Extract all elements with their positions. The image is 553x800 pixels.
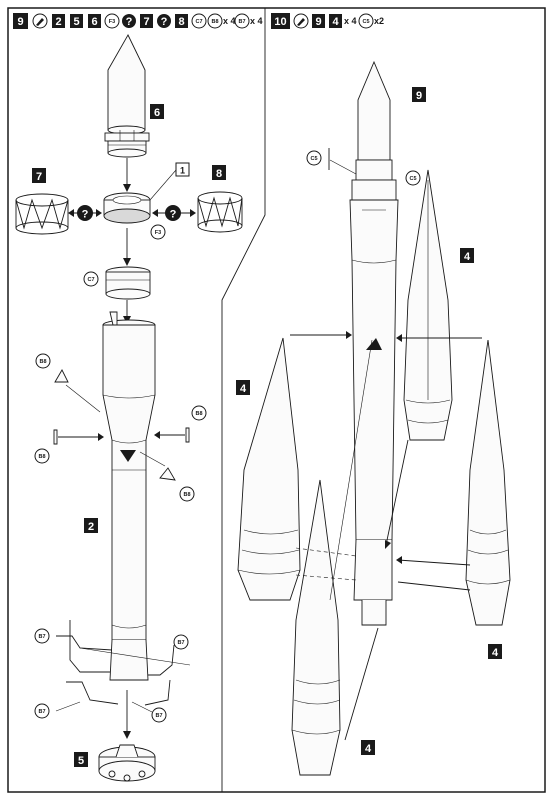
label-b7-4: B7: [155, 713, 162, 719]
step10-part-4: 4: [332, 16, 339, 28]
step9-decal-b8: B8: [211, 19, 218, 25]
label-part4-4: 4: [365, 743, 372, 755]
attachment-arrows: [290, 331, 482, 741]
step9-part-6: 6: [91, 16, 97, 28]
callout-1: 1: [180, 166, 185, 176]
step9-decal-b7-qty: x 4: [250, 16, 263, 26]
step9-number: 9: [17, 16, 23, 28]
label-b8-3: B8: [195, 411, 202, 417]
step9-part-7: 7: [143, 16, 149, 28]
step9-number-box: [13, 13, 28, 29]
step-divider: [221, 8, 266, 792]
page-frame: [7, 7, 546, 793]
label-part6: 6: [154, 107, 160, 119]
label-b7-1: B7: [38, 634, 45, 640]
label-f3: F3: [155, 230, 161, 236]
step9-question-1: ?: [126, 16, 133, 28]
step9-decal-b8-qty: x 4: [223, 16, 236, 26]
step9-part-8: 8: [178, 16, 184, 28]
step9-part-f3: F3: [109, 19, 115, 25]
cage-part-7: [15, 193, 69, 235]
glue-icon: [32, 13, 48, 29]
core-stage-part-2: [102, 311, 156, 681]
label-c5-left: C5: [310, 156, 317, 162]
step10-header: 10 9 4 x 4 C5 x2: [271, 13, 384, 29]
label-b8-2: B8: [38, 454, 45, 460]
step9-decal-b7: B7: [238, 19, 245, 25]
step10-part-4-qty: x 4: [344, 16, 357, 26]
booster-left: [237, 337, 301, 601]
label-b8-4: B8: [183, 492, 190, 498]
cage-part-8: [197, 191, 243, 233]
booster-right-front: [465, 339, 511, 626]
decal-b7-group: B7 B7 B7 B7: [34, 620, 191, 723]
question-mark-left: ?: [82, 209, 89, 221]
label-part7: 7: [36, 171, 42, 183]
step10-decal-c5: C5: [362, 19, 369, 25]
label-part2: 2: [88, 521, 94, 533]
engine-base-part-5: [98, 690, 156, 782]
booster-right-back: [403, 169, 453, 441]
decal-ring-c7: [105, 266, 151, 300]
label-c7: C7: [87, 277, 94, 283]
question-mark-right: ?: [170, 209, 177, 221]
adapter-ring-part: [103, 192, 151, 224]
step10-part-9: 9: [315, 16, 321, 28]
step10-decal-c5-qty: x2: [374, 16, 384, 26]
booster-front: [291, 479, 341, 776]
step9-part-5: 5: [73, 16, 79, 28]
label-b7-3: B7: [38, 709, 45, 715]
payload-nose-part: [104, 34, 150, 158]
assembled-core-part-9: [349, 60, 399, 626]
label-c5-right: C5: [409, 176, 416, 182]
step10-number: 10: [274, 16, 286, 28]
step9-question-2: ?: [161, 16, 168, 28]
label-b7-2: B7: [177, 640, 184, 646]
step9-part-2: 2: [55, 16, 61, 28]
label-part4-2: 4: [240, 383, 247, 395]
label-part9: 9: [416, 90, 422, 102]
label-b8-1: B8: [39, 359, 46, 365]
label-part4-3: 4: [492, 647, 499, 659]
glue-icon: [293, 13, 309, 29]
label-part8: 8: [216, 168, 222, 180]
label-part4-1: 4: [464, 251, 471, 263]
decal-b8-group: B8 B8 B8 B8: [34, 353, 207, 502]
step9-decal-c7: C7: [195, 19, 202, 25]
label-part5: 5: [78, 755, 84, 767]
step9-header: 9 2 5 6 F3 ? 7 ? 8 C7 B8 x 4 B7 x 4: [13, 13, 263, 29]
